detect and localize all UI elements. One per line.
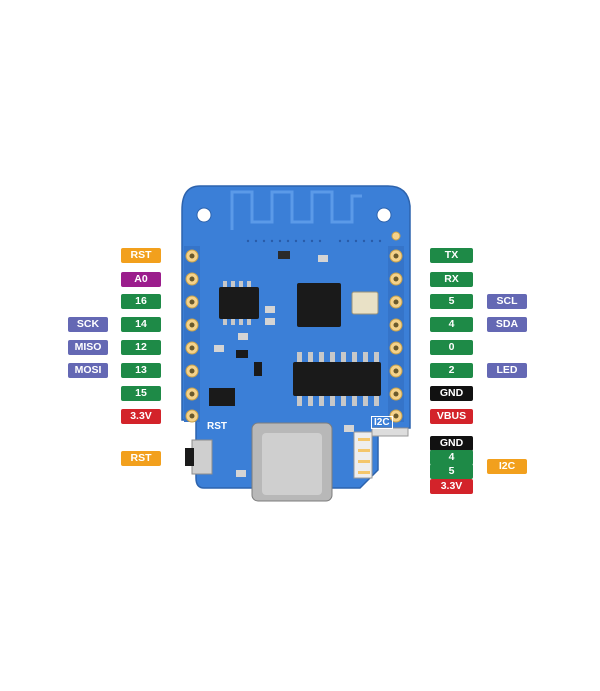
- pin-label-2: 2: [430, 363, 473, 378]
- pin-label-14: 14: [121, 317, 161, 332]
- i2c-connector: [353, 431, 373, 479]
- silkscreen-i2c: I2C: [371, 416, 393, 429]
- pin-label-tx: TX: [430, 248, 473, 263]
- reset-button-body: [191, 439, 213, 475]
- smd-component: [214, 345, 224, 352]
- alt-label-scl: SCL: [487, 294, 527, 309]
- flash-chip: [219, 287, 259, 319]
- antenna-trace: [230, 190, 362, 230]
- esp-chip: [297, 283, 341, 327]
- right-pin-pads: [389, 249, 403, 423]
- pin-label-vbus: VBUS: [430, 409, 473, 424]
- header-pad-hole: [393, 253, 399, 259]
- header-pad-hole: [393, 345, 399, 351]
- header-pad-hole: [393, 322, 399, 328]
- left-header: [184, 246, 200, 422]
- header-pad-hole: [393, 276, 399, 282]
- header-pad-hole: [189, 299, 195, 305]
- i2c-label-5: 5: [430, 464, 473, 479]
- header-pad-hole: [189, 276, 195, 282]
- header-pad-hole: [189, 322, 195, 328]
- pin-label-rst: RST: [121, 248, 161, 263]
- pin-label-16: 16: [121, 294, 161, 309]
- smd-component: [254, 362, 262, 376]
- alt-label-led: LED: [487, 363, 527, 378]
- smd-component: [344, 425, 354, 432]
- smd-component: [318, 255, 328, 262]
- i2c-label-gnd: GND: [430, 436, 473, 451]
- via-dots: [246, 239, 382, 243]
- silkscreen-rst: RST: [207, 421, 227, 432]
- i2c-connector-pins: [358, 438, 370, 474]
- header-pad-hole: [189, 368, 195, 374]
- header-pad-hole: [189, 253, 195, 259]
- smd-component: [265, 306, 275, 313]
- flash-pins: [223, 281, 251, 325]
- header-pad-hole: [393, 368, 399, 374]
- i2c-group-label: I2C: [487, 459, 527, 474]
- crystal: [351, 291, 379, 315]
- right-header: [388, 246, 404, 422]
- alt-label-sck: SCK: [68, 317, 108, 332]
- pin-label-gnd: GND: [430, 386, 473, 401]
- reset-button-label: RST: [121, 451, 161, 466]
- pcb-outline: [181, 185, 411, 489]
- i2c-label-4: 4: [430, 450, 473, 465]
- mounting-hole: [376, 207, 392, 223]
- pin-label-a0: A0: [121, 272, 161, 287]
- smd-component: [236, 470, 246, 477]
- i2c-plug: [371, 427, 409, 437]
- pin-label-15: 15: [121, 386, 161, 401]
- smd-component: [236, 350, 248, 358]
- i2c-label-3v3: 3.3V: [430, 479, 473, 494]
- pin-label-12: 12: [121, 340, 161, 355]
- smd-component: [209, 388, 235, 406]
- alt-label-miso: MISO: [68, 340, 108, 355]
- alt-label-sda: SDA: [487, 317, 527, 332]
- usb-c-shell: [262, 433, 322, 495]
- usb-serial-chip: [293, 362, 381, 396]
- usb-serial-pins: [297, 352, 379, 406]
- pin-label-13: 13: [121, 363, 161, 378]
- alt-label-mosi: MOSI: [68, 363, 108, 378]
- header-pad-hole: [189, 391, 195, 397]
- smd-component: [265, 318, 275, 325]
- smd-component: [278, 251, 290, 259]
- header-pad-hole: [189, 413, 195, 419]
- smd-component: [238, 333, 248, 340]
- pin-label-rx: RX: [430, 272, 473, 287]
- header-pad-hole: [393, 391, 399, 397]
- reset-button-cap[interactable]: [185, 448, 194, 466]
- pin-label-4: 4: [430, 317, 473, 332]
- pin-label-3v3: 3.3V: [121, 409, 161, 424]
- mounting-hole: [196, 207, 212, 223]
- left-pin-pads: [185, 249, 199, 423]
- header-pad-hole: [393, 413, 399, 419]
- header-pad-hole: [393, 299, 399, 305]
- mounting-hole: [391, 231, 401, 241]
- pin-label-0: 0: [430, 340, 473, 355]
- header-pad-hole: [189, 345, 195, 351]
- pin-label-5: 5: [430, 294, 473, 309]
